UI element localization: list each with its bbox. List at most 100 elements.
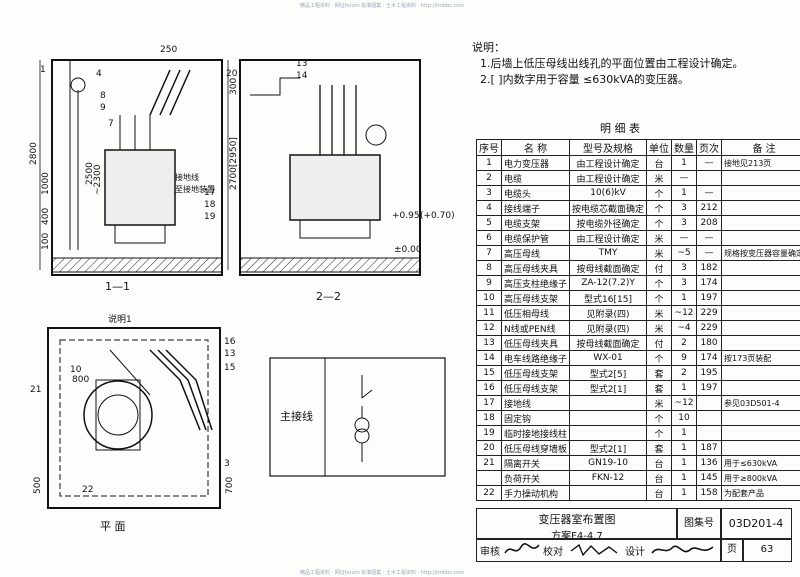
bom-cell: 1 [671, 380, 698, 396]
bom-cell: 个 [646, 215, 673, 231]
bom-cell: 米 [646, 305, 673, 321]
bom-cell: 高压母线夹具 [500, 260, 571, 276]
bom-cell: 8 [476, 260, 502, 276]
bom-cell: 13 [476, 335, 502, 351]
section-2-2-label: 2—2 [316, 290, 341, 303]
drawing-title: 变压器室布置图 [538, 513, 616, 526]
bom-cell: 3 [671, 215, 698, 231]
watermark-top: 精品工程资料 · 网址forum 标准图集 · 土木工程资料 · http://… [300, 3, 465, 9]
bom-header-cell: 备 注 [721, 139, 800, 156]
level-000: ±0.00 [394, 245, 422, 255]
dim-400: 400 [41, 208, 51, 225]
bom-cell: 电车线路绝缘子 [500, 350, 571, 366]
bom-cell: 1 [671, 185, 698, 201]
bom-cell: 由工程设计确定 [569, 230, 648, 246]
section-1-1-floor [51, 257, 223, 273]
plan-callout-22: 22 [82, 485, 93, 495]
bom-cell: 用于≤630kVA [721, 455, 800, 471]
transformer-secondary-symbol [354, 428, 370, 444]
bom-cell [569, 485, 648, 501]
bom-cell: 1 [671, 155, 698, 171]
cable-conduit [69, 60, 79, 250]
bom-cell: 由工程设计确定 [569, 155, 648, 171]
plan-callout-10: 10 [70, 365, 82, 375]
bom-cell: 隔离开关 [500, 455, 571, 471]
bom-cell [721, 320, 800, 336]
plan-inner-wall [59, 339, 209, 497]
bom-cell: 台 [646, 155, 673, 171]
dim-2700: 2700[2950] [229, 137, 239, 190]
bom-cell [569, 410, 648, 426]
bom-cell: ~5 [671, 245, 698, 261]
bom-cell [721, 215, 800, 231]
bom-cell: 10 [671, 410, 698, 426]
bom-cell [721, 365, 800, 381]
bom-cell [696, 170, 723, 186]
bom-cell: 个 [646, 200, 673, 216]
bom-cell: 1 [476, 155, 502, 171]
bom-cell [569, 395, 648, 411]
bom-cell: WX-01 [569, 350, 648, 366]
section-1-1-room [51, 59, 223, 276]
bom-cell: 电力变压器 [500, 155, 571, 171]
transformer-primary-symbol [354, 417, 370, 433]
bom-cell: 按母线截面确定 [569, 335, 648, 351]
bom-cell: 参见03D501-4 [721, 395, 800, 411]
bom-cell: GN19-10 [569, 455, 648, 471]
bom-cell: 10(6)kV [569, 185, 648, 201]
bom-cell: 临时接地接线柱 [500, 425, 571, 441]
bom-cell [721, 305, 800, 321]
bom-cell: 个 [646, 350, 673, 366]
plan-callout-21: 21 [30, 385, 41, 395]
page-label: 页 [720, 538, 744, 562]
bom-cell: 低压相母线 [500, 305, 571, 321]
bom-cell: 229 [696, 320, 723, 336]
atlas-label: 图集号 [676, 508, 722, 540]
isolator-symbol [361, 389, 373, 399]
ground-note: 接地线 [175, 172, 199, 182]
bom-cell [721, 275, 800, 291]
callout-8: 8 [100, 91, 106, 101]
bom-cell [721, 185, 800, 201]
section-1-1-label: 1—1 [105, 280, 130, 293]
bom-cell: 9 [476, 275, 502, 291]
designer-signature [651, 545, 714, 554]
bom-cell: 个 [646, 185, 673, 201]
transformer-body [104, 149, 176, 226]
bom-cell: 个 [646, 275, 673, 291]
bom-cell [721, 380, 800, 396]
bom-cell: 158 [696, 485, 723, 501]
bom-cell: 型式16[15] [569, 290, 648, 306]
transformer-core [97, 394, 139, 436]
bom-cell: — [671, 230, 698, 246]
bom-cell: 接地见213页 [721, 155, 800, 171]
bom-cell: 3 [476, 185, 502, 201]
bom-cell: 1 [671, 290, 698, 306]
bom-cell: 11 [476, 305, 502, 321]
bom-cell: 按电缆芯截面确定 [569, 200, 648, 216]
bom-cell [721, 410, 800, 426]
signature-row: 审核 校对 设计 [476, 538, 722, 562]
bom-cell [721, 440, 800, 456]
bom-cell: 145 [696, 470, 723, 486]
bom-cell: 型式2[1] [569, 440, 648, 456]
bom-cell: 台 [646, 485, 673, 501]
bom-cell: 174 [696, 350, 723, 366]
bom-cell: TMY [569, 245, 648, 261]
bom-cell: N线或PEN线 [500, 320, 571, 336]
plan-callout-16: 16 [224, 337, 236, 347]
bom-cell [721, 335, 800, 351]
bom-cell: 2 [476, 170, 502, 186]
bom-cell: — [696, 230, 723, 246]
callout-13: 13 [296, 59, 307, 69]
bom-cell: 17 [476, 395, 502, 411]
bom-cell: 付 [646, 260, 673, 276]
bom-cell: 套 [646, 440, 673, 456]
bom-cell: 手力操动机构 [500, 485, 571, 501]
bom-header-cell: 数量 [671, 139, 698, 156]
